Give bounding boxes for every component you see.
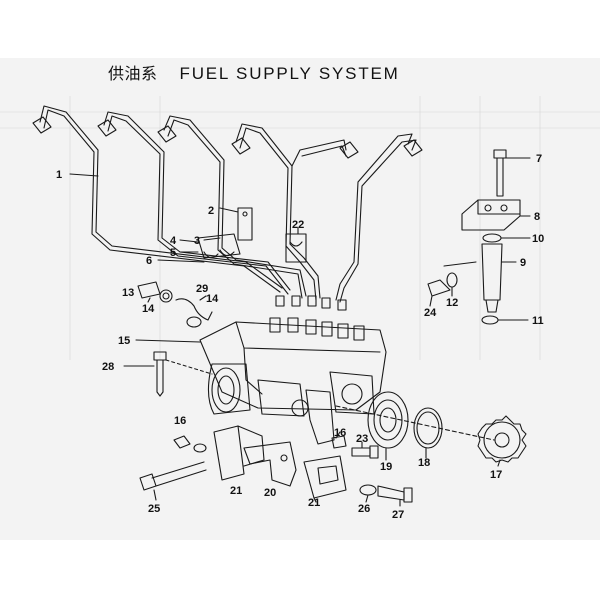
callout-24: 24 xyxy=(424,307,437,319)
fitting-parts-13-14-29 xyxy=(137,281,213,328)
callout-16b: 16 xyxy=(334,427,346,439)
title-chinese: 供油系 xyxy=(108,64,158,83)
fuel-pipes xyxy=(32,105,423,303)
injection-pump-body xyxy=(135,295,387,445)
callout-25: 25 xyxy=(148,503,160,515)
callout-22: 22 xyxy=(292,219,304,231)
callout-14b: 14 xyxy=(206,293,219,305)
callout-3: 3 xyxy=(194,235,200,247)
callout-20: 20 xyxy=(264,487,276,499)
pipe-clip-22 xyxy=(285,227,307,263)
mounting-brackets xyxy=(139,425,413,507)
callout-29: 29 xyxy=(196,283,208,295)
callout-8: 8 xyxy=(534,211,540,223)
callout-6: 6 xyxy=(146,255,152,267)
callout-9: 9 xyxy=(520,257,526,269)
callout-2: 2 xyxy=(208,205,214,217)
clamp-assembly-3-4-5 xyxy=(179,233,241,259)
drive-coupling-parts xyxy=(335,391,527,467)
callout-19: 19 xyxy=(380,461,392,473)
callout-21a: 21 xyxy=(230,485,242,497)
injector-assembly xyxy=(427,149,531,325)
callout-23: 23 xyxy=(356,433,368,445)
callout-13: 13 xyxy=(122,287,134,299)
callout-14a: 14 xyxy=(142,303,155,315)
long-bolt-28 xyxy=(123,351,213,397)
callout-15: 15 xyxy=(118,335,130,347)
callout-10: 10 xyxy=(532,233,544,245)
callout-26: 26 xyxy=(358,503,370,515)
callout-12: 12 xyxy=(446,297,458,309)
callout-27: 27 xyxy=(392,509,404,521)
callout-18: 18 xyxy=(418,457,430,469)
callout-17: 17 xyxy=(490,469,502,481)
title-english: FUEL SUPPLY SYSTEM xyxy=(179,64,400,83)
pipe-clamp-2 xyxy=(219,207,253,241)
callout-11: 11 xyxy=(532,315,544,327)
callout-1: 1 xyxy=(56,169,62,181)
callout-5: 5 xyxy=(170,247,176,259)
callout-16a: 16 xyxy=(174,415,186,427)
callout-21b: 21 xyxy=(308,497,320,509)
callout-28: 28 xyxy=(102,361,114,373)
callout-4: 4 xyxy=(170,235,177,247)
page-title: 供油系 FUEL SUPPLY SYSTEM xyxy=(108,60,400,84)
callout-7: 7 xyxy=(536,153,542,165)
